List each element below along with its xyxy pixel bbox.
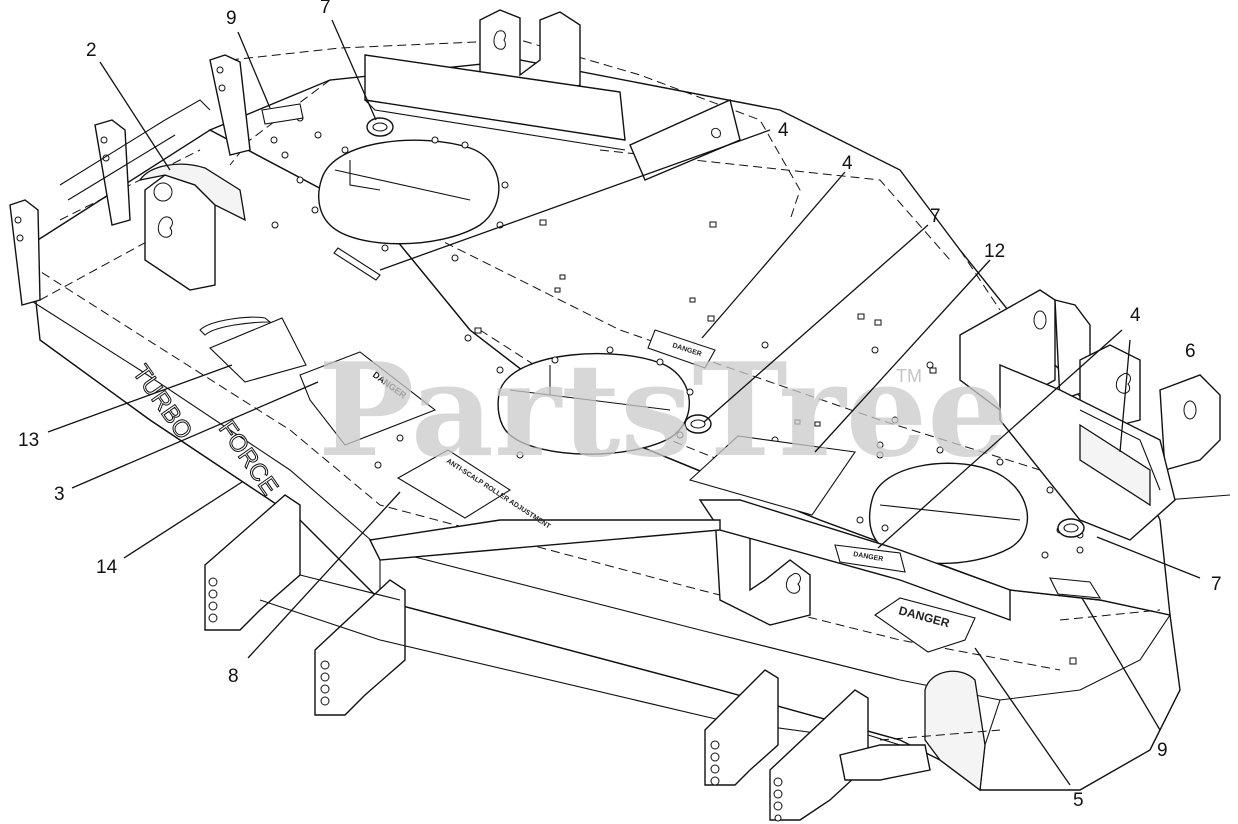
leader-4b — [701, 171, 846, 339]
callout-7-top: 7 — [320, 0, 331, 18]
callout-14: 14 — [96, 557, 118, 578]
callout-6: 6 — [1185, 341, 1196, 362]
callouts: 9 7 2 4 4 7 12 4 6 13 3 14 7 8 9 5 — [18, 0, 1222, 811]
leader-6 — [1119, 339, 1131, 453]
callout-9-top: 9 — [226, 8, 237, 29]
leader-9b — [1081, 597, 1161, 731]
leader-13 — [47, 364, 233, 433]
leader-4a — [379, 129, 771, 271]
roller-mounts — [204, 494, 931, 822]
leader-4c — [877, 329, 1123, 549]
callout-4-top: 4 — [778, 120, 789, 141]
leader-2 — [99, 61, 171, 171]
callout-4-right: 4 — [1130, 305, 1141, 326]
callout-2: 2 — [86, 40, 97, 61]
leader-8 — [247, 491, 401, 659]
callout-9-right: 9 — [1157, 740, 1168, 761]
callout-13: 13 — [18, 430, 39, 451]
leader-7c — [1096, 536, 1201, 579]
leader-14 — [123, 481, 243, 559]
leader-7b — [703, 224, 929, 423]
leader-7a — [331, 19, 377, 121]
callout-8: 8 — [228, 666, 239, 687]
watermark: PartsTree TM — [318, 336, 1009, 486]
watermark-trademark: TM — [896, 366, 922, 386]
callout-4-center: 4 — [842, 153, 853, 174]
leader-12 — [814, 259, 991, 453]
watermark-text: PartsTree — [318, 336, 1009, 486]
leader-lines — [47, 19, 1201, 786]
blade-openings — [318, 139, 1029, 565]
callout-5: 5 — [1073, 790, 1084, 811]
callout-12: 12 — [984, 241, 1005, 262]
leader-5 — [974, 647, 1071, 786]
callout-7-right: 7 — [1211, 574, 1222, 595]
callout-7-center: 7 — [930, 206, 941, 227]
leader-9a — [237, 31, 271, 109]
callout-3: 3 — [54, 484, 65, 505]
bolt-holes — [270, 114, 1084, 665]
leader-3 — [71, 381, 319, 489]
